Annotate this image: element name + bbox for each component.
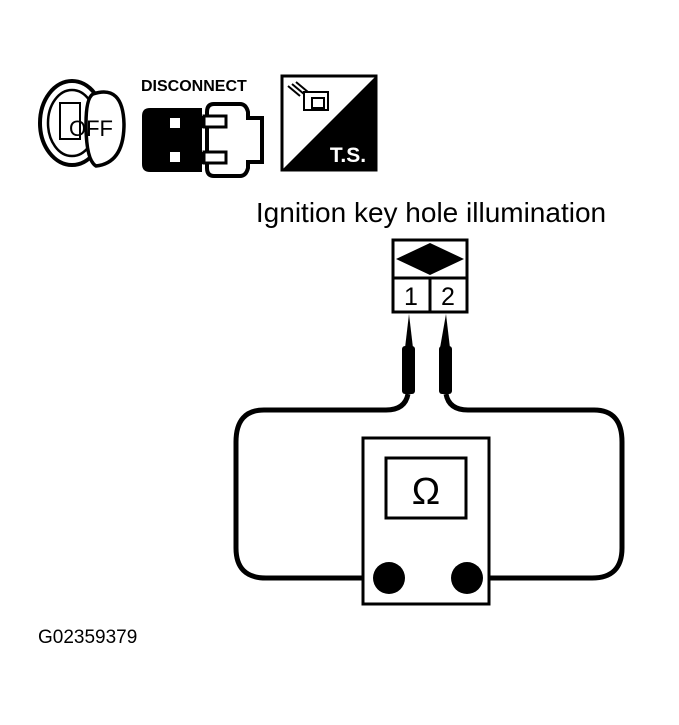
probe-2 bbox=[439, 314, 452, 394]
connector-block: 1 2 bbox=[391, 238, 469, 314]
meter-terminal-right bbox=[451, 562, 483, 594]
ignition-key-off-icon: OFF bbox=[38, 79, 126, 168]
probe-1 bbox=[402, 314, 415, 394]
connector-disconnect-icon: DISCONNECT bbox=[141, 78, 264, 178]
test-lead-right bbox=[443, 393, 625, 581]
ohm-symbol: Ω bbox=[412, 471, 440, 513]
figure-id: G02359379 bbox=[38, 627, 138, 648]
terminal-2-label: 2 bbox=[441, 283, 455, 311]
meter-terminal-left bbox=[373, 562, 405, 594]
ts-label: T.S. bbox=[330, 144, 366, 167]
disconnect-label: DISCONNECT bbox=[141, 78, 247, 95]
ts-connector-icon: T.S. bbox=[280, 74, 378, 172]
ohmmeter: Ω bbox=[361, 436, 491, 606]
key-off-label: OFF bbox=[69, 116, 113, 141]
connector-title: Ignition key hole illumination bbox=[256, 197, 606, 228]
terminal-1-label: 1 bbox=[404, 283, 418, 311]
test-lead-left bbox=[233, 393, 411, 581]
